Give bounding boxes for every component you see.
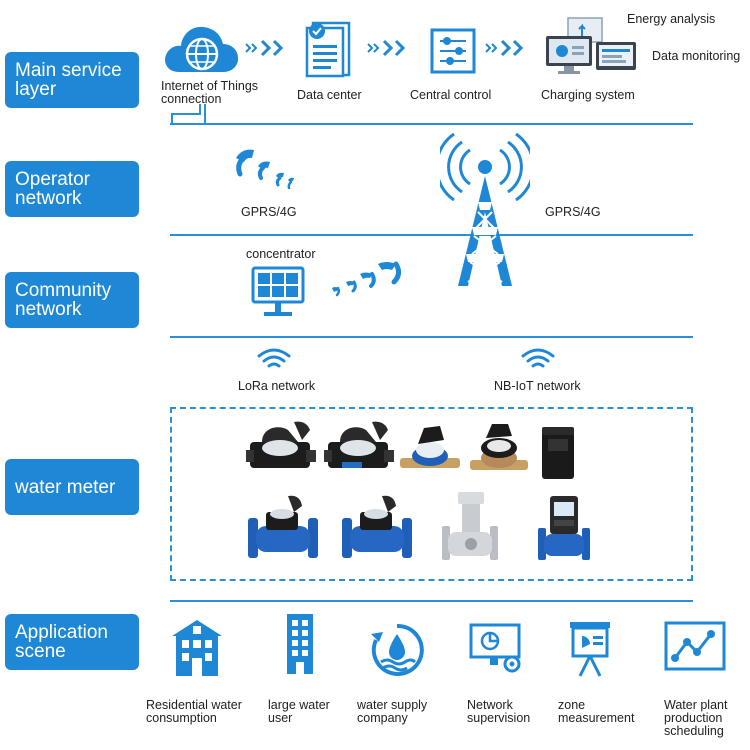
layer-label-water-meter: water meter (5, 459, 139, 515)
application-label-water-plant: Water plant production scheduling (664, 698, 728, 738)
layer-label-text: Main service layer (15, 60, 122, 100)
chevron-arrows-icon (245, 39, 284, 57)
application-label-network-supervision: Network supervision (467, 698, 531, 725)
layer-label-text: water meter (15, 476, 116, 498)
layer-label-main-service: Main service layer (5, 52, 139, 108)
iot-connector-lines (171, 104, 206, 124)
water-meter-image (342, 495, 412, 558)
water-meter-image (470, 424, 528, 470)
layer-label-text: Operator network (15, 169, 90, 209)
water-supply-icon (371, 623, 424, 676)
zone-measurement-icon (570, 622, 610, 677)
central-control-icon (430, 28, 476, 74)
layer-label-community-network: Community network (5, 272, 139, 328)
lora-network-label: LoRa network (238, 379, 316, 393)
concentrator-icon (251, 266, 305, 316)
cell-tower-icon (440, 132, 530, 286)
charging-system-label: Charging system (541, 88, 635, 102)
separator-line-operator (170, 234, 693, 236)
water-meter-image (442, 492, 498, 560)
wifi-icon (257, 348, 291, 368)
application-label-large-user: large water user (268, 698, 330, 725)
water-meter-image (248, 495, 318, 558)
separator-line-community (170, 336, 693, 338)
separator-line-main (170, 123, 693, 125)
layer-label-operator-network: Operator network (5, 161, 139, 217)
application-label-water-supply: water supply company (357, 698, 428, 725)
chevron-arrows-icon (367, 39, 406, 57)
production-scheduling-icon (664, 621, 726, 671)
water-meter-image (324, 421, 394, 468)
data-monitoring-label: Data monitoring (652, 49, 741, 63)
water-meter-image (542, 427, 574, 479)
layer-label-text: Application scene (15, 622, 108, 662)
central-control-label: Central control (410, 88, 492, 102)
layer-label-text: Community network (15, 280, 112, 320)
residential-building-icon (172, 620, 222, 676)
gprs-left-label: GPRS/4G (241, 205, 297, 219)
water-meter-image (538, 496, 590, 560)
water-meter-image (246, 421, 316, 468)
signal-waves-icon (236, 149, 294, 190)
chevron-arrows-icon (485, 39, 524, 57)
iot-connection-label: Internet of Things connection (161, 79, 259, 106)
nbiot-network-label: NB-IoT network (494, 379, 581, 393)
signal-waves-icon (332, 261, 402, 297)
network-supervision-icon (469, 623, 521, 673)
office-tower-icon (287, 614, 313, 674)
energy-analysis-label: Energy analysis (627, 12, 716, 26)
cloud-globe-icon (165, 26, 239, 72)
gprs-right-label: GPRS/4G (545, 205, 601, 219)
concentrator-label: concentrator (246, 247, 316, 261)
data-center-icon (305, 21, 351, 78)
data-center-label: Data center (297, 88, 362, 102)
water-meter-image (400, 426, 460, 468)
charging-system-icon (546, 17, 636, 74)
wifi-icon (521, 348, 555, 368)
separator-line-application (170, 600, 693, 602)
water-meter-box (170, 407, 693, 581)
application-label-zone-measurement: zone measurement (558, 698, 635, 725)
application-label-residential: Residential water consumption (146, 698, 242, 725)
layer-label-application-scene: Application scene (5, 614, 139, 670)
